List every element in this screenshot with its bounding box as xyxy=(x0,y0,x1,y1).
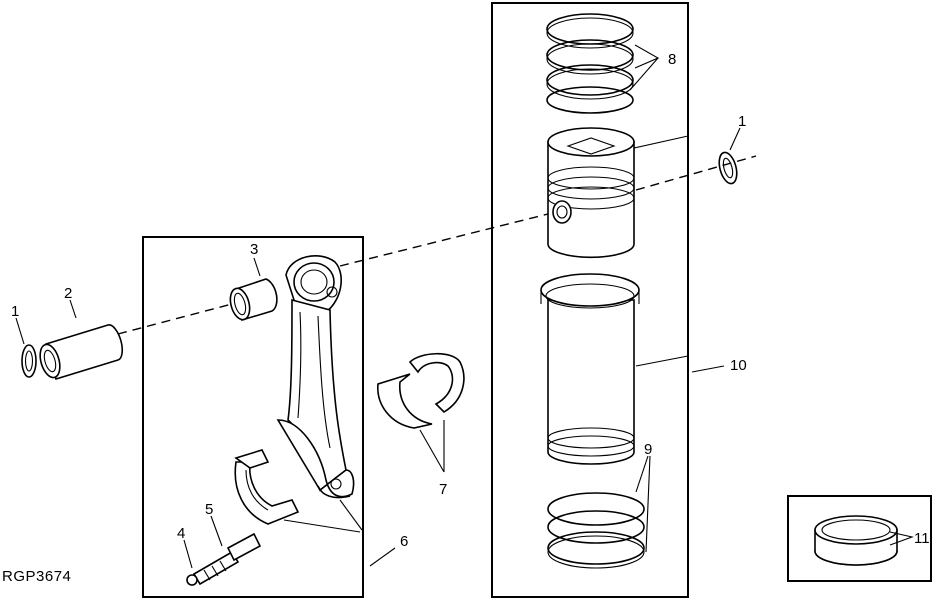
liner-o-rings xyxy=(547,492,645,569)
callout-cap-screw-washer: 5 xyxy=(205,501,213,518)
callout-piston-pin: 2 xyxy=(64,285,72,302)
cylinder-liner xyxy=(540,273,640,465)
rod-bearing-inserts xyxy=(377,352,465,429)
callout-snap-ring-right: 1 xyxy=(738,113,746,130)
callout-rod-bearing-inserts: 7 xyxy=(439,481,447,498)
connecting-rod xyxy=(276,255,355,499)
pin-bushing xyxy=(229,278,278,322)
callout-liner-o-rings: 9 xyxy=(644,441,652,458)
piston-liner-kit-frame xyxy=(491,2,689,598)
snap-ring-left xyxy=(21,344,37,378)
callout-rod-cap-screw: 4 xyxy=(177,525,185,542)
callout-snap-ring-left: 1 xyxy=(11,303,19,320)
figure-reference-code: RGP3674 xyxy=(2,568,71,585)
callout-packing-rings: 11 xyxy=(914,530,930,547)
cap-screw-washer xyxy=(226,532,262,562)
assembly-centerline xyxy=(117,155,757,335)
connecting-rod-group-frame xyxy=(142,236,364,598)
snap-ring-right xyxy=(718,151,738,185)
rod-cap xyxy=(234,449,300,525)
callout-piston-rings: 8 xyxy=(668,51,676,68)
leader-lines xyxy=(15,44,914,569)
piston xyxy=(547,127,635,259)
piston-rings xyxy=(546,13,634,114)
packing-rings-frame xyxy=(787,495,932,582)
callout-piston-liner-kit: 10 xyxy=(730,357,747,374)
callout-connecting-rod: 6 xyxy=(400,533,408,550)
rod-cap-screw xyxy=(186,550,240,586)
callout-pin-bushing: 3 xyxy=(250,241,258,258)
packing-rings xyxy=(814,515,898,566)
piston-pin xyxy=(39,324,124,381)
